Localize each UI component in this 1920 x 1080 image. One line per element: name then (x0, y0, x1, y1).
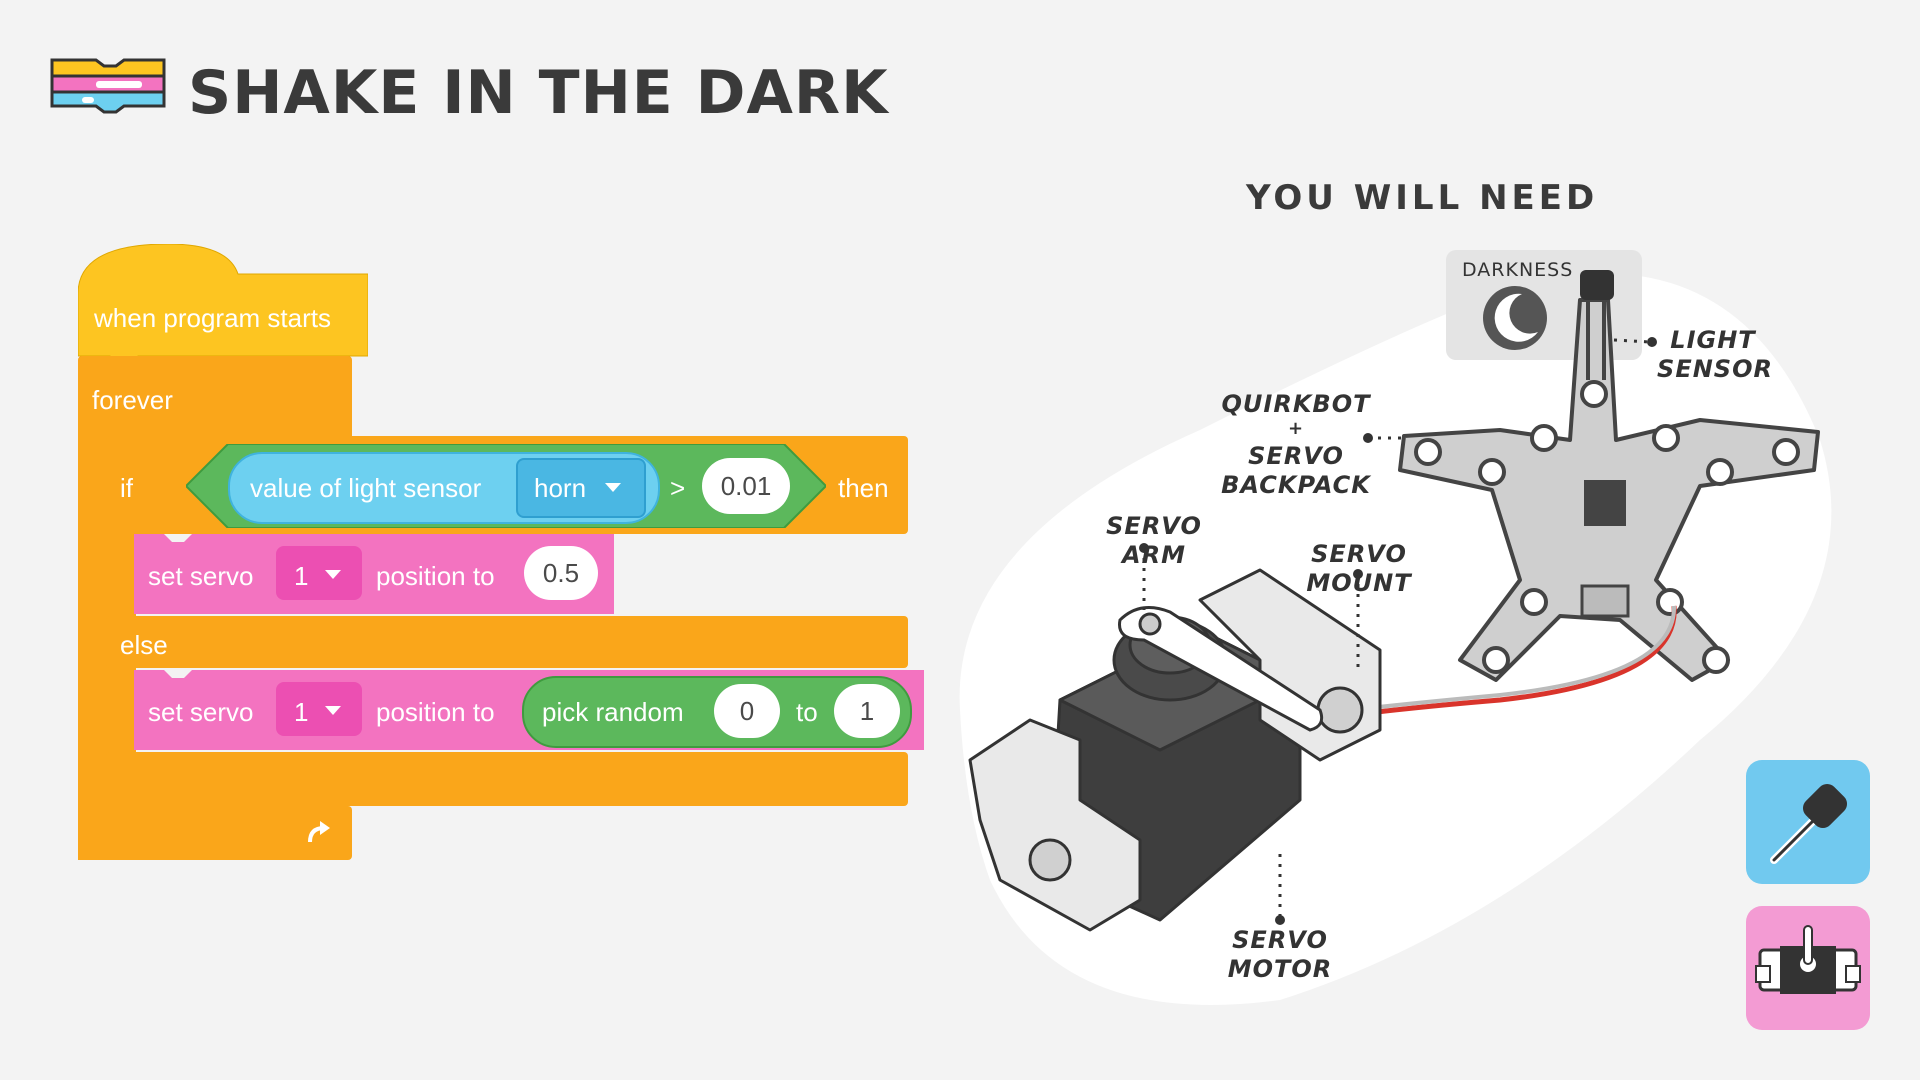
you-will-need-heading: YOU WILL NEED (1246, 178, 1599, 218)
servo-number-dropdown[interactable] (276, 546, 362, 600)
loop-arrow-icon (308, 821, 330, 843)
page-title: SHAKE IN THE DARK (188, 58, 889, 128)
code-blocks-logo-icon (50, 58, 166, 114)
set-servo-label: set servo (148, 697, 254, 727)
quirkbot-label-line3: BACKPACK (1221, 471, 1371, 499)
servo-mount (968, 568, 1382, 932)
position-to-label: position to (376, 697, 495, 727)
quirkbot-label-line2: SERVO (1248, 442, 1344, 470)
sensor-dropdown[interactable] (516, 458, 646, 518)
light-sensor-icon (1770, 783, 1848, 864)
when-program-starts-block[interactable]: when program starts (94, 303, 331, 333)
light-sensor-label-line1: LIGHT (1670, 326, 1756, 354)
else-label: else (120, 630, 168, 660)
servo-tile (1746, 906, 1870, 1030)
forever-bottom (78, 806, 352, 860)
random-to-label: to (796, 697, 818, 727)
forever-label: forever (92, 385, 173, 415)
servo-icon (1755, 925, 1861, 994)
forever-block[interactable] (78, 356, 352, 440)
servo-arm-label: SERVO ARM (1106, 512, 1202, 569)
darkness-label: DARKNESS (1462, 259, 1574, 281)
pick-random-label: pick random (542, 697, 684, 727)
sensor-dropdown-value: horn (534, 473, 587, 503)
servo-number-value: 1 (294, 697, 309, 727)
set-servo-block-shape[interactable] (134, 534, 614, 614)
sensor-label: value of light sensor (250, 473, 482, 503)
random-to-input[interactable]: 1 (834, 684, 900, 738)
threshold-input[interactable]: 0.01 (702, 458, 790, 514)
if-bottom (106, 752, 908, 806)
servo-number-value: 1 (294, 561, 309, 591)
quirkbot-label-line1: QUIRKBOT (1221, 390, 1371, 418)
servo-mount-label: SERVO MOUNT (1306, 540, 1412, 597)
servo-arm (1118, 606, 1324, 732)
compare-operator-label: > (670, 473, 686, 503)
dropdown-caret-icon (605, 483, 621, 492)
servo-number-dropdown[interactable] (276, 682, 362, 736)
random-from-input[interactable]: 0 (714, 684, 780, 738)
else-bar (106, 616, 908, 668)
light-sensor-tile (1746, 760, 1870, 884)
quirkbot-plus: + (1287, 418, 1305, 439)
servo-motor-label: SERVO MOTOR (1227, 926, 1333, 983)
forever-left-rail (78, 430, 108, 860)
then-label: then (838, 473, 889, 503)
position-value-input[interactable]: 0.5 (524, 546, 598, 600)
light-sensor-label-line2: SENSOR (1657, 355, 1773, 383)
if-label: if (120, 473, 133, 503)
position-to-label: position to (376, 561, 495, 591)
dropdown-caret-icon (325, 570, 341, 579)
set-servo-label: set servo (148, 561, 254, 591)
dropdown-caret-icon (325, 706, 341, 715)
parts-diagram (959, 250, 1832, 1005)
